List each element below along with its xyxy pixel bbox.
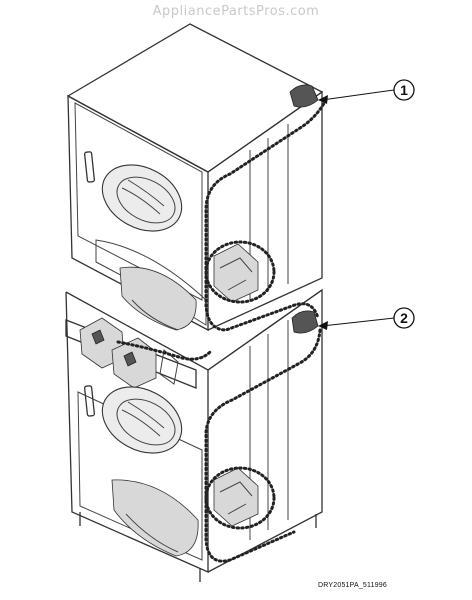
- lower-side-panel: [207, 288, 323, 573]
- lower-module-connectors: [91, 329, 137, 367]
- callout-1-leader: [321, 89, 395, 101]
- callout-2-leader: [321, 317, 395, 327]
- upper-harness-loop: [204, 240, 276, 304]
- callout-2-arrowhead: [318, 321, 328, 330]
- lower-side-component: [213, 467, 259, 527]
- upper-side-panel: [207, 90, 323, 331]
- lower-corner-switch: [291, 310, 319, 334]
- callout-1: 1: [318, 79, 415, 104]
- upper-component-detail: [219, 257, 253, 291]
- callout-2: 2: [318, 307, 415, 330]
- lower-control-knob: [159, 349, 179, 385]
- lower-door-glare: [121, 401, 165, 437]
- lower-lint-edge: [125, 513, 179, 553]
- upper-door-glare: [121, 179, 165, 215]
- lower-door-glass: [116, 398, 176, 446]
- part-number-label: DRY2051PA_511996: [318, 582, 387, 589]
- control-harness-route: [116, 340, 212, 361]
- upper-top-panel: [66, 23, 324, 173]
- upper-dryer-unit: [66, 23, 324, 332]
- callout-2-label: 2: [400, 310, 408, 326]
- lower-dryer-unit: [65, 288, 323, 582]
- callout-1-label: 1: [400, 82, 408, 98]
- upper-door-glass: [116, 176, 176, 224]
- callout-1-circle: [393, 79, 415, 101]
- upper-door-window: [101, 164, 183, 232]
- callout-2-circle: [393, 307, 415, 329]
- lower-harness-route: [204, 328, 322, 563]
- watermark-text: AppliancePartsPros.com: [152, 4, 320, 19]
- upper-front-inset: [74, 102, 203, 301]
- lower-harness-loop: [204, 466, 276, 530]
- lower-feet: [79, 512, 317, 582]
- lower-component-detail: [219, 481, 253, 515]
- callout-1-arrowhead: [318, 95, 328, 104]
- upper-lint-edge: [131, 299, 179, 331]
- wire-harness: [116, 98, 328, 563]
- lower-lint-drawer: [111, 479, 199, 557]
- upper-lint-drawer: [119, 266, 197, 331]
- lower-door-handle: [83, 385, 95, 417]
- upper-side-component: [213, 243, 259, 303]
- upper-harness-route: [204, 98, 328, 332]
- lower-front-panel: [65, 291, 209, 573]
- upper-door-handle: [83, 151, 95, 183]
- lower-door-window: [101, 386, 183, 454]
